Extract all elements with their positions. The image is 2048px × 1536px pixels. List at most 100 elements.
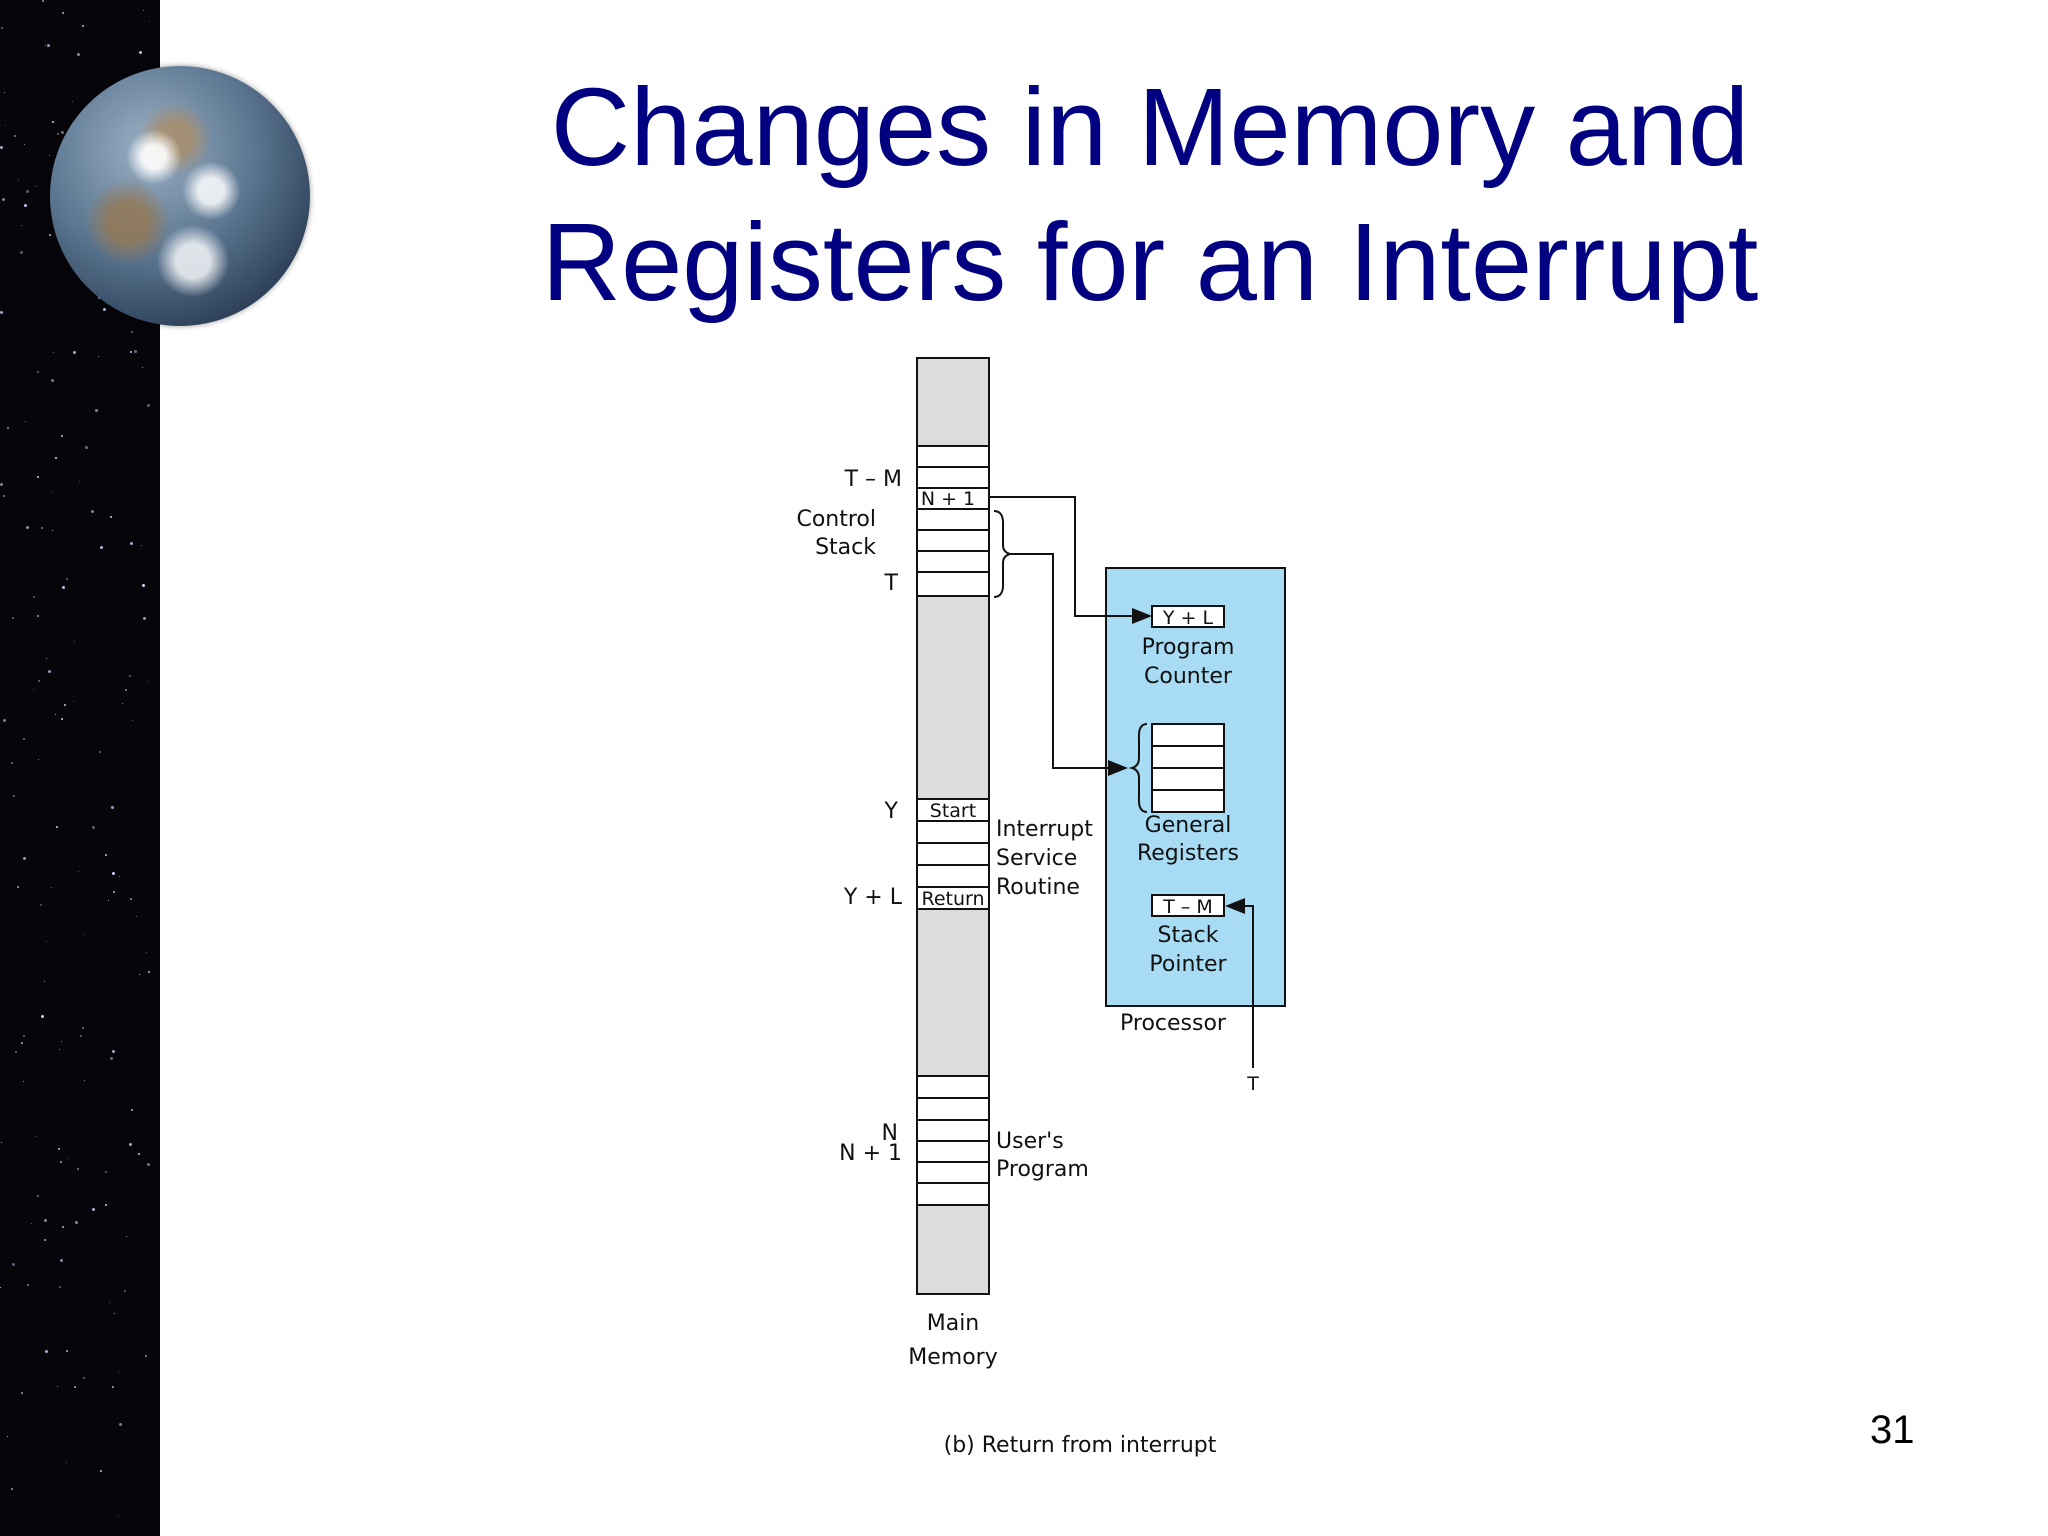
star-dot xyxy=(52,530,53,531)
star-dot xyxy=(68,1158,69,1159)
star-dot xyxy=(0,483,3,486)
star-dot xyxy=(61,131,64,134)
earth-globe-image xyxy=(50,66,310,326)
star-dot xyxy=(23,857,26,860)
general-registers-label-2: Registers xyxy=(1137,841,1239,866)
address-label-n: N xyxy=(882,1121,898,1146)
control-stack-label-1: Control xyxy=(796,507,876,532)
star-dot xyxy=(7,1436,8,1437)
star-dot xyxy=(111,806,114,809)
star-dot xyxy=(37,476,39,478)
star-dot xyxy=(110,1057,113,1060)
star-dot xyxy=(61,1041,62,1042)
star-dot xyxy=(92,1208,95,1211)
general-registers-brace xyxy=(1128,723,1148,813)
star-dot xyxy=(100,1470,102,1472)
star-dot xyxy=(21,225,22,226)
star-dot xyxy=(130,542,133,545)
arrow-t-to-stack-pointer xyxy=(1225,898,1254,1068)
star-dot xyxy=(59,1049,60,1050)
star-dot xyxy=(51,887,52,888)
star-dot xyxy=(112,1386,114,1388)
star-dot xyxy=(57,1386,58,1387)
arrow-n-plus-1-to-program-counter xyxy=(989,496,1152,624)
star-dot xyxy=(46,658,47,659)
title-line-2: Registers for an Interrupt xyxy=(541,201,1759,324)
star-dot xyxy=(53,352,54,353)
star-dot xyxy=(31,1223,32,1224)
star-dot xyxy=(129,675,131,677)
star-dot xyxy=(142,584,145,587)
star-dot xyxy=(17,886,19,888)
star-dot xyxy=(112,872,115,875)
star-dot xyxy=(118,1371,119,1372)
star-dot xyxy=(95,409,98,412)
star-dot xyxy=(56,826,58,828)
user-program-label-1: User's xyxy=(996,1129,1064,1154)
star-dot xyxy=(131,331,133,333)
star-dot xyxy=(12,617,14,619)
star-dot xyxy=(44,1219,47,1222)
star-dot xyxy=(132,720,133,721)
star-dot xyxy=(45,1350,48,1353)
star-dot xyxy=(7,427,9,429)
star-dot xyxy=(99,751,101,753)
star-dot xyxy=(0,146,3,149)
star-dot xyxy=(59,1286,61,1288)
star-dot xyxy=(98,356,99,357)
star-dot xyxy=(66,1350,68,1352)
star-dot xyxy=(125,689,127,691)
program-counter-label-1: Program xyxy=(1142,635,1235,660)
star-dot xyxy=(78,871,79,872)
star-dot xyxy=(5,125,6,126)
star-dot xyxy=(85,446,88,449)
star-dot xyxy=(26,526,29,529)
star-dot xyxy=(129,1143,132,1146)
slide-title: Changes in Memory and Registers for an I… xyxy=(460,60,1840,330)
star-dot xyxy=(74,1386,76,1388)
star-dot xyxy=(91,510,94,513)
star-dot xyxy=(105,1171,107,1173)
star-dot xyxy=(23,1035,25,1037)
star-dot xyxy=(13,795,15,797)
title-line-1: Changes in Memory and xyxy=(550,66,1750,189)
star-dot xyxy=(3,495,5,497)
star-dot xyxy=(72,101,73,102)
star-dot xyxy=(66,578,68,580)
star-dot xyxy=(33,596,35,598)
star-dot xyxy=(55,714,56,715)
star-dot xyxy=(24,204,27,207)
star-dot xyxy=(14,135,16,137)
star-dot xyxy=(139,974,140,975)
star-dot xyxy=(3,719,6,722)
star-dot xyxy=(4,92,5,93)
control-stack-label-2: Stack xyxy=(815,535,876,560)
stack-pointer-label-1: Stack xyxy=(1158,923,1219,948)
control-stack-brace xyxy=(993,510,1014,598)
star-dot xyxy=(80,1035,82,1037)
star-dot xyxy=(134,350,137,353)
star-dot xyxy=(100,546,103,549)
star-dot xyxy=(83,1377,85,1379)
star-dot xyxy=(64,704,66,706)
star-dot xyxy=(12,1263,15,1266)
star-dot xyxy=(119,876,120,877)
user-program-cells xyxy=(916,1075,990,1206)
star-dot xyxy=(143,617,146,620)
star-dot xyxy=(108,900,109,901)
star-dot xyxy=(74,641,75,642)
star-dot xyxy=(60,1161,62,1163)
star-dot xyxy=(48,670,51,673)
star-dot xyxy=(136,916,137,917)
star-dot xyxy=(73,351,76,354)
star-dot xyxy=(84,934,85,935)
star-dot xyxy=(24,144,25,145)
star-dot xyxy=(130,351,132,353)
cell-label-n-plus-1: N + 1 xyxy=(921,488,975,510)
stack-pointer-value: T – M xyxy=(1162,896,1213,918)
cell-label-start: Start xyxy=(930,800,976,822)
star-dot xyxy=(143,10,144,11)
t-input-label: T xyxy=(1246,1073,1259,1095)
star-dot xyxy=(37,615,39,617)
star-dot xyxy=(92,826,95,829)
